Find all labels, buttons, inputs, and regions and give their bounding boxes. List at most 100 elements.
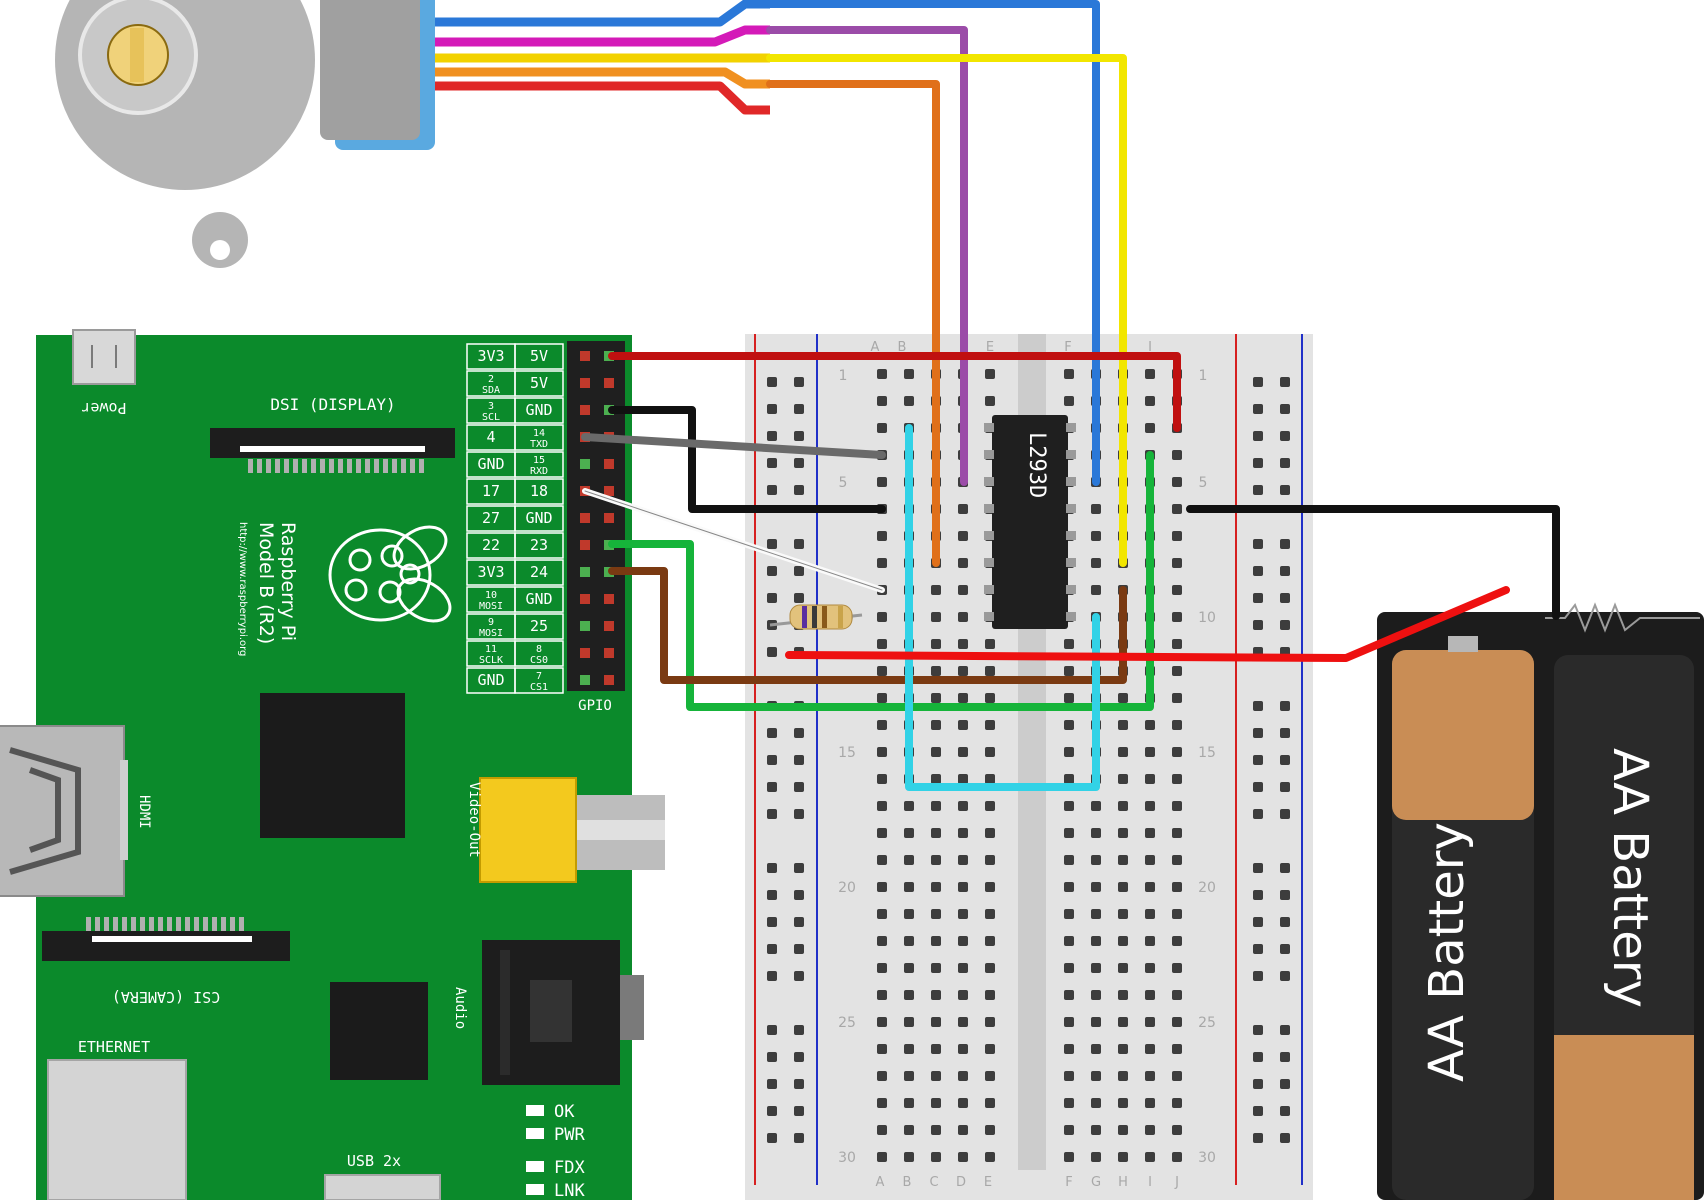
breadboard-hole: [1091, 963, 1101, 973]
gpio-cell-right: [514, 451, 564, 478]
breadboard-hole: [931, 1125, 941, 1135]
breadboard-hole: [877, 423, 887, 433]
col-label-b-top: B: [898, 340, 907, 355]
rail-hole: [1253, 944, 1263, 954]
breadboard-hole: [1172, 558, 1182, 568]
breadboard-hole: [931, 909, 941, 919]
rail-hole: [767, 1133, 777, 1143]
wire-battery-negative: [1186, 505, 1560, 620]
wire-black-gnd: [608, 406, 886, 513]
gpio-pin: [580, 378, 590, 388]
breadboard-hole: [985, 747, 995, 757]
breadboard-hole: [1091, 1125, 1101, 1135]
rail-hole: [1280, 863, 1290, 873]
breadboard-hole: [1091, 909, 1101, 919]
rail-hole: [794, 971, 804, 981]
dsi-contact: [275, 459, 280, 473]
breadboard-hole: [985, 1017, 995, 1027]
gpio-pin-label-right: 18: [530, 482, 548, 500]
breadboard-hole: [1064, 774, 1074, 784]
breadboard-hole: [1172, 1098, 1182, 1108]
gpio-pin-label-left: GND: [477, 455, 504, 473]
breadboard-hole: [1145, 882, 1155, 892]
gpio-pin-function-left: SCLK: [479, 655, 503, 666]
breadboard-hole: [1172, 720, 1182, 730]
breadboard-hole: [1145, 828, 1155, 838]
breadboard-hole: [1145, 963, 1155, 973]
rail-hole: [1280, 1106, 1290, 1116]
breadboard-hole: [1064, 855, 1074, 865]
battery-label-right: AA Battery: [1602, 748, 1658, 1008]
rail-hole: [1280, 971, 1290, 981]
rail-hole: [1280, 1025, 1290, 1035]
gpio-pin: [580, 405, 590, 415]
rail-hole: [1253, 431, 1263, 441]
breadboard-hole: [985, 1098, 995, 1108]
gpio-pin: [580, 594, 590, 604]
breadboard-hole: [985, 720, 995, 730]
breadboard-hole: [1172, 450, 1182, 460]
breadboard-hole: [985, 828, 995, 838]
breadboard-hole: [1145, 1152, 1155, 1162]
rail-hole: [767, 593, 777, 603]
breadboard-hole: [1118, 720, 1128, 730]
breadboard-hole: [1145, 801, 1155, 811]
ethernet-label: ETHERNET: [78, 1038, 150, 1056]
gpio-pin: [604, 378, 614, 388]
breadboard-hole: [877, 963, 887, 973]
breadboard-hole: [904, 990, 914, 1000]
rail-hole: [794, 890, 804, 900]
csi-contact: [122, 917, 127, 931]
breadboard-hole: [904, 828, 914, 838]
dsi-contact: [302, 459, 307, 473]
gpio-pin-label-right: 24: [530, 563, 548, 581]
csi-contact: [149, 917, 154, 931]
wires: [581, 0, 1560, 791]
breadboard-hole: [985, 1044, 995, 1054]
gpio-pin: [604, 594, 614, 604]
ethernet-port: [47, 1059, 187, 1200]
breadboard-hole: [877, 990, 887, 1000]
wire-yellow: [766, 54, 1127, 567]
breadboard-hole: [1091, 1017, 1101, 1027]
csi-contact: [113, 917, 118, 931]
breadboard-hole: [931, 774, 941, 784]
l293d-chip: L293D: [984, 415, 1076, 629]
breadboard-hole: [931, 666, 941, 676]
gpio-pin-number-left: 9: [488, 617, 494, 628]
breadboard-hole: [985, 774, 995, 784]
breadboard-hole: [931, 747, 941, 757]
video-out-label: Video-Out: [466, 782, 482, 858]
row-number-20: 20: [838, 880, 856, 896]
breadboard-hole: [1064, 720, 1074, 730]
csi-contact: [185, 917, 190, 931]
rail-hole: [767, 944, 777, 954]
gpio-cell-right: [514, 370, 564, 397]
gpio-pin: [580, 351, 590, 361]
audio-label: Audio: [452, 987, 468, 1029]
board-url: http://www.raspberrypi.org: [237, 522, 248, 656]
breadboard-hole: [1172, 1152, 1182, 1162]
breadboard-hole: [904, 1017, 914, 1027]
gpio-pin: [604, 648, 614, 658]
rail-hole: [1253, 1106, 1263, 1116]
breadboard-hole: [1145, 720, 1155, 730]
breadboard-hole: [1145, 423, 1155, 433]
rail-hole: [767, 539, 777, 549]
breadboard-hole: [1091, 801, 1101, 811]
chip-pin: [1066, 423, 1076, 432]
gpio-pin-label-right: GND: [525, 590, 552, 608]
breadboard-hole: [1118, 1071, 1128, 1081]
rail-hole: [794, 1052, 804, 1062]
col-label-d: D: [956, 1175, 966, 1190]
row-number-25: 25: [838, 1015, 856, 1031]
csi-contact: [203, 917, 208, 931]
breadboard-hole: [931, 936, 941, 946]
rail-hole: [794, 593, 804, 603]
battery-label-left: AA Battery: [1419, 822, 1475, 1082]
gpio-pin-number-left: 10: [485, 590, 497, 601]
breadboard-hole: [985, 1125, 995, 1135]
gpio-pin-label-right: GND: [525, 509, 552, 527]
rail-hole: [767, 1106, 777, 1116]
chip-pin: [1066, 585, 1076, 594]
